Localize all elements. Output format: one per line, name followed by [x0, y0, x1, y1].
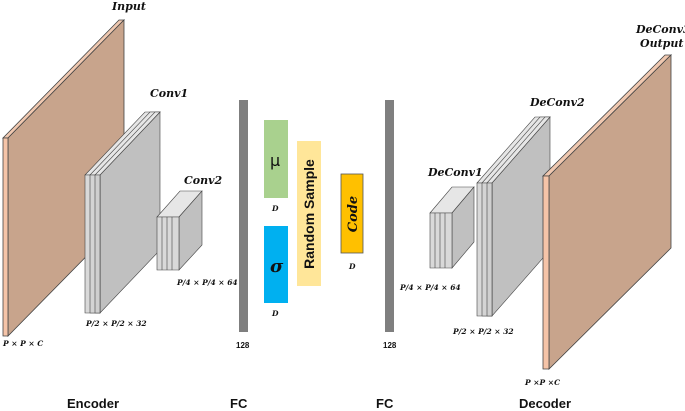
conv1-label: Conv1: [150, 87, 188, 100]
input-dim-label: P × P × C: [2, 339, 43, 348]
fc-right-section-label: FC: [376, 396, 394, 411]
fc-left-section-label: FC: [230, 396, 248, 411]
mu-box: [264, 120, 288, 198]
sigma-box: [264, 226, 288, 303]
sigma-dim-label: D: [271, 309, 279, 318]
conv2-label: Conv2: [184, 174, 222, 187]
conv1-volume: [84, 111, 161, 314]
fc-right-size: 128: [383, 341, 397, 350]
code-dim-label: D: [348, 262, 356, 271]
fc-right-bar: [385, 100, 394, 332]
deconv1-volume: [429, 186, 475, 269]
code-box: [340, 173, 364, 254]
output-volume: [542, 54, 672, 370]
mu-symbol: μ: [270, 151, 280, 170]
deconv2-volume: [476, 116, 551, 317]
sigma-symbol: σ: [270, 256, 284, 277]
mu-dim-label: D: [271, 204, 279, 213]
random-sample-label: Random Sample: [301, 159, 317, 269]
encoder-section-label: Encoder: [67, 396, 119, 411]
output-label: Output: [640, 37, 683, 50]
fc-left-bar: [239, 100, 248, 332]
input-volume: [2, 19, 125, 337]
deconv3-label: DeConv3: [635, 23, 685, 36]
deconv1-label: DeConv1: [427, 166, 483, 179]
decoder-section-label: Decoder: [519, 396, 571, 411]
deconv2-dim-label: P/2 × P/2 × 32: [452, 327, 514, 336]
conv2-dim-label: P/4 × P/4 × 64: [176, 278, 238, 287]
conv1-dim-label: P/2 × P/2 × 32: [85, 319, 147, 328]
code-label: Code: [346, 196, 361, 232]
conv2-volume: [156, 190, 203, 271]
deconv1-dim-label: P/4 × P/4 × 64: [399, 283, 461, 292]
deconv2-label: DeConv2: [529, 96, 585, 109]
random-sample-box: [297, 141, 321, 286]
input-label: Input: [111, 0, 146, 13]
fc-left-size: 128: [236, 341, 250, 350]
output-dim-label: P ×P ×C: [524, 378, 560, 387]
